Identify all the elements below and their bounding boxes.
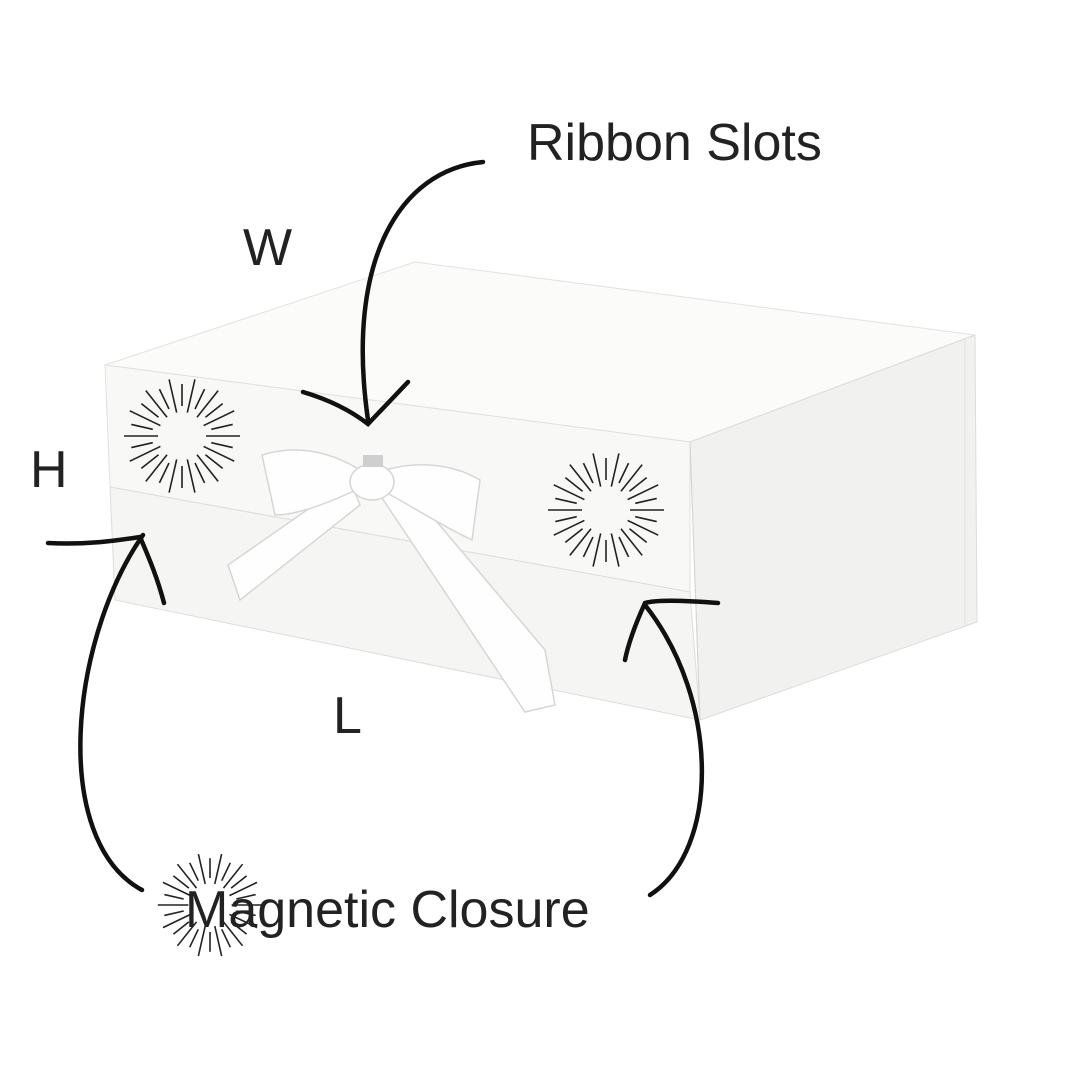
arrows: [45, 159, 721, 898]
ribbon-slots-arrow: [360, 159, 486, 423]
magnetic-closure-right-arrow: [642, 602, 705, 898]
height-label: H: [30, 441, 68, 499]
width-label: W: [243, 219, 293, 277]
length-label: L: [333, 687, 362, 745]
starburst-icon: [548, 453, 664, 567]
ribbon-slots-arrowhead: [300, 379, 411, 428]
magnetic-closure-left-arrow: [78, 532, 146, 893]
magnet-bursts: [124, 379, 664, 957]
ribbon-slots-label: Ribbon Slots: [527, 114, 822, 172]
ribbon-bow: [227, 449, 556, 713]
starburst-icon: [124, 379, 240, 493]
length-arrow: [622, 598, 721, 663]
box-edge: [689, 441, 701, 721]
starburst-icon: [157, 853, 263, 957]
magnetic-closure-label: Magnetic Closure: [185, 881, 590, 939]
ribbon-tail-left: [227, 478, 361, 602]
bow-loop-right: [384, 464, 481, 542]
bow-loop-left: [261, 449, 361, 516]
bow-knot: [349, 463, 395, 501]
ribbon-slot: [363, 455, 383, 467]
